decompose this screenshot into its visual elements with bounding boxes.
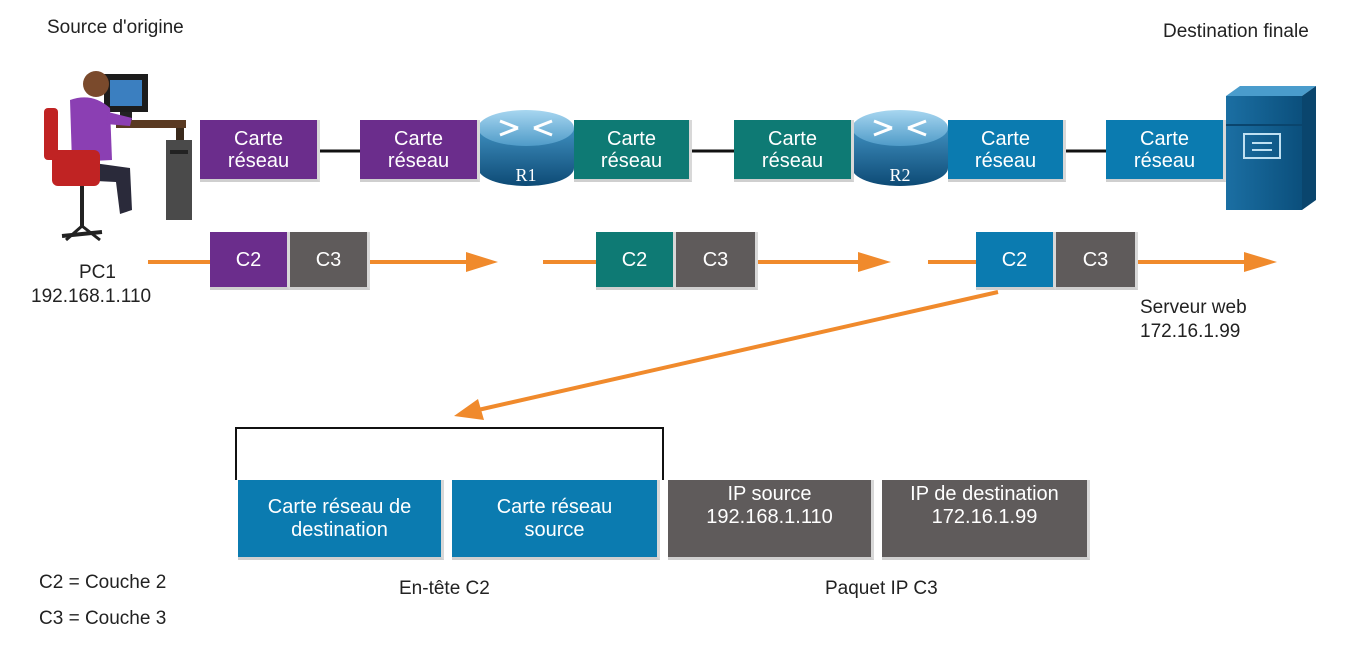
pc-user-icon [44,71,192,242]
nic-r2-out: Carte réseau [948,120,1066,182]
nic-r2-in: Carte réseau [734,120,854,182]
detail-ip-destination: IP de destination 172.16.1.99 [882,480,1090,560]
nic-r2-out-label: Carte réseau [974,127,1037,172]
frame3-c3: C3 [1056,232,1138,290]
detail-ip-destination-value: 172.16.1.99 [931,506,1038,528]
nic-r2-in-label: Carte réseau [761,127,824,172]
c2-header-bracket [235,427,664,480]
detail-ip-destination-label: IP de destination [910,483,1059,505]
flow-arrow-3 [928,252,1277,272]
detail-dest-nic: Carte réseau de destination [238,480,444,560]
frame3-c2: C2 [976,232,1056,290]
frame2-c2: C2 [596,232,676,290]
detail-src-nic: Carte réseau source [452,480,660,560]
nic-server: Carte réseau [1106,120,1226,182]
frame1-c3: C3 [290,232,370,290]
legend-c2: C2 = Couche 2 [39,572,167,593]
router-r1-label: R1 [515,165,537,185]
detail-ip-source: IP source 192.168.1.110 [668,480,874,560]
c3-packet-caption: Paquet IP C3 [825,578,938,599]
flow-arrow-2 [543,252,891,272]
c2-header-caption: En-tête C2 [399,578,490,599]
source-title: Source d'origine [47,17,184,38]
nic-r1-out-label: Carte réseau [600,127,663,172]
server-ip: 172.16.1.99 [1140,321,1241,342]
detail-ip-source-label: IP source [727,483,812,505]
frame1-c2: C2 [210,232,290,290]
web-server-icon [1226,86,1316,210]
nic-r1-out: Carte réseau [574,120,692,182]
nic-pc-label: Carte réseau [227,127,290,172]
nic-r1-in: Carte réseau [360,120,480,182]
server-name: Serveur web [1140,297,1247,318]
frame2-c3: C3 [676,232,758,290]
detail-dest-nic-label: Carte réseau de destination [267,495,412,541]
pc-ip: 192.168.1.110 [31,286,152,307]
flow-arrow-1 [148,252,498,272]
router-r2-icon [852,110,948,186]
legend-c3: C3 = Couche 3 [39,608,167,629]
nic-r1-in-label: Carte réseau [387,127,450,172]
nic-pc: Carte réseau [200,120,320,182]
router-r1-icon [478,110,574,186]
detail-pointer-arrow [454,290,999,420]
detail-ip-source-value: 192.168.1.110 [706,506,833,528]
pc-name: PC1 [79,262,116,283]
detail-src-nic-label: Carte réseau source [496,495,613,541]
destination-title: Destination finale [1163,21,1309,42]
router-r2-label: R2 [889,165,911,185]
nic-server-label: Carte réseau [1133,127,1196,172]
